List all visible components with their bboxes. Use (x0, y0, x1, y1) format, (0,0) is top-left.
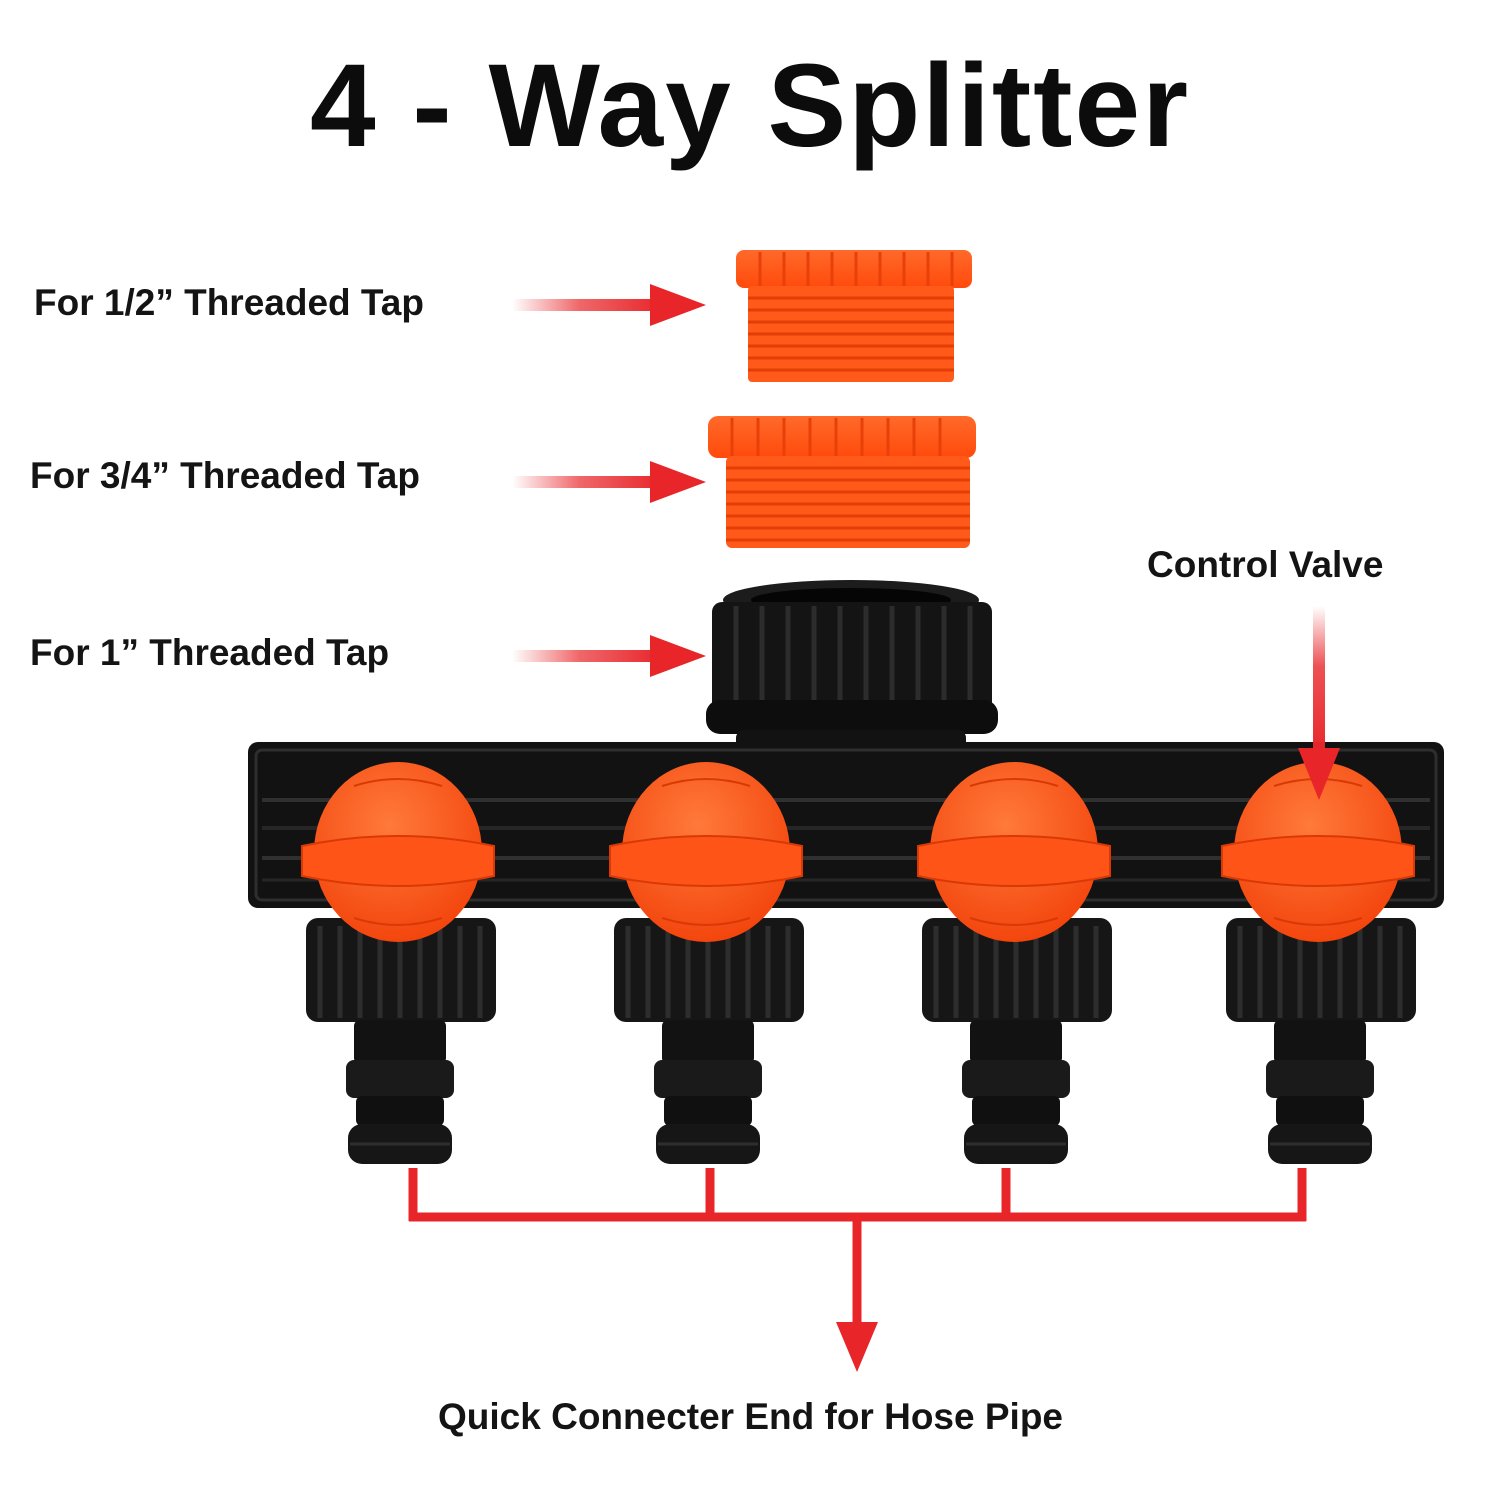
half-inch-adapter (736, 250, 972, 382)
label-one-inch-tap: For 1” Threaded Tap (30, 632, 390, 673)
outlet-3 (917, 762, 1112, 1164)
control-valve-knob-1[interactable] (301, 762, 495, 942)
arrow-three-quarter-inch (512, 461, 706, 503)
arrow-quick-connector (836, 1322, 878, 1372)
outlet-2 (609, 762, 804, 1164)
label-half-inch-tap: For 1/2” Threaded Tap (34, 282, 424, 323)
label-control-valve: Control Valve (1147, 544, 1384, 585)
label-three-quarter-inch-tap: For 3/4” Threaded Tap (30, 455, 420, 496)
arrow-control-valve (1298, 606, 1340, 800)
page-title: 4 - Way Splitter (309, 40, 1190, 172)
arrow-half-inch (512, 284, 706, 326)
quick-connector-bracket (408, 1168, 1307, 1332)
outlet-1 (301, 762, 496, 1164)
control-valve-knob-4[interactable] (1221, 762, 1415, 942)
outlet-4 (1221, 762, 1416, 1164)
control-valve-knob-2[interactable] (609, 762, 803, 942)
control-valve-knob-3[interactable] (917, 762, 1111, 942)
arrow-one-inch (512, 635, 706, 677)
three-quarter-inch-adapter (708, 416, 976, 548)
label-quick-connector: Quick Connecter End for Hose Pipe (438, 1396, 1064, 1437)
outlets-group (301, 762, 1416, 1164)
